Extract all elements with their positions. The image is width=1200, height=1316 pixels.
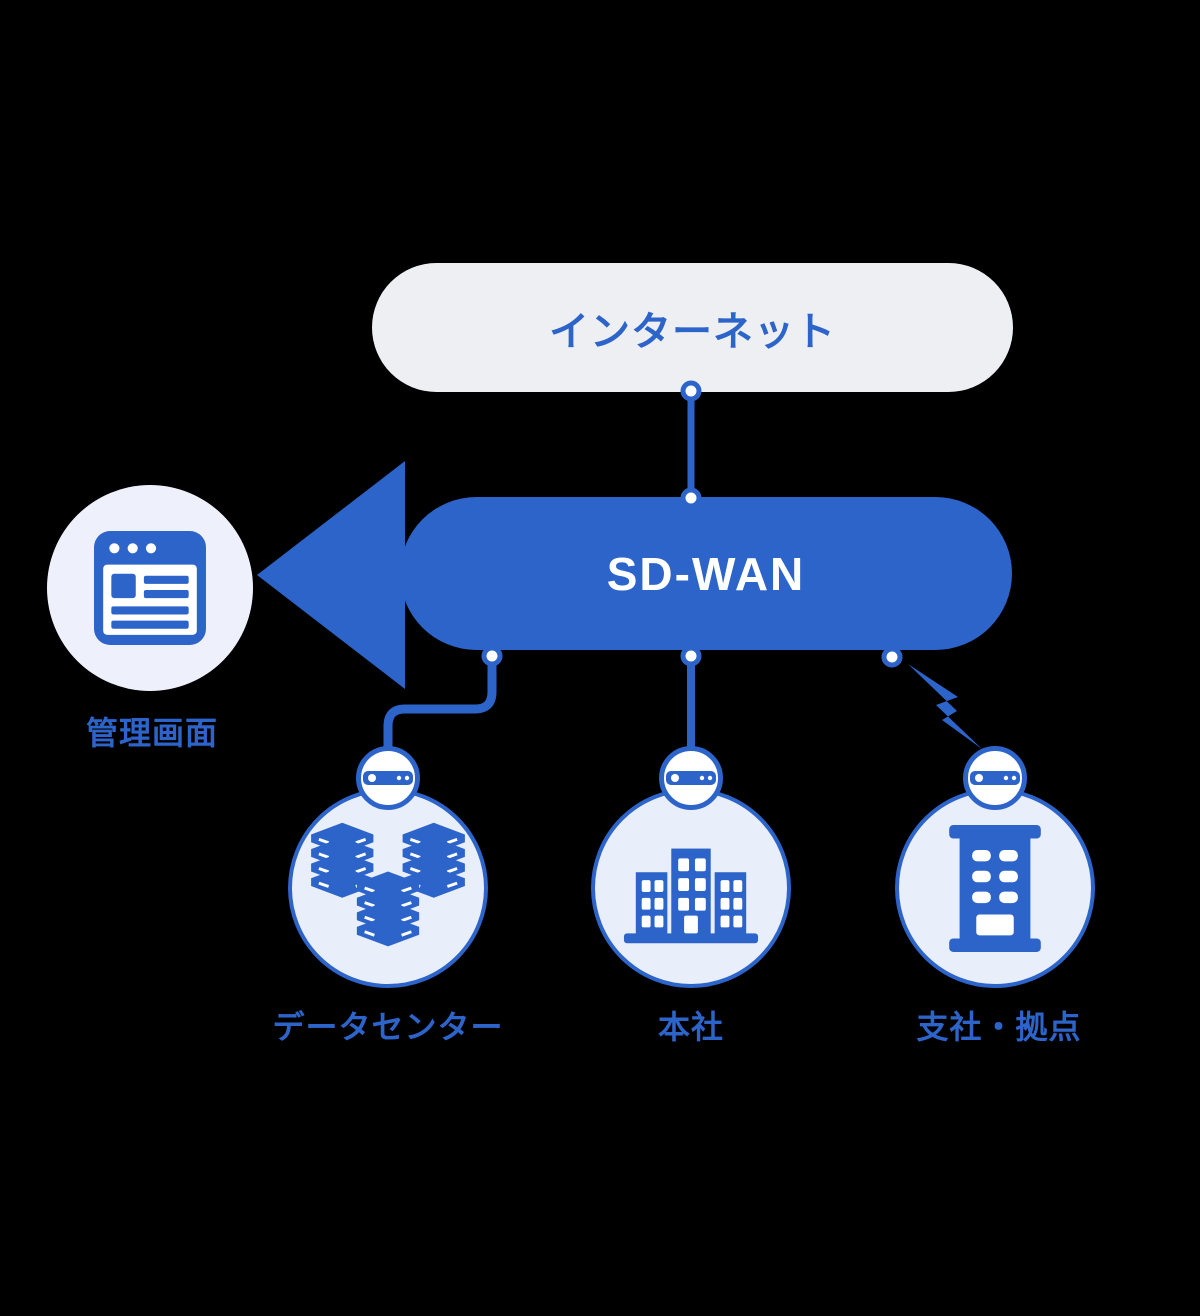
internet-label: インターネット: [549, 309, 836, 354]
headquarters-label: 本社: [657, 1009, 724, 1045]
connection-dot: [881, 646, 903, 668]
building-icon: [949, 824, 1041, 952]
connection-dot: [680, 645, 702, 667]
connection-dot: [680, 487, 702, 509]
sdwan-pill: SD-WAN: [400, 497, 1012, 650]
elbow-connector-datacenter: [383, 655, 497, 760]
connection-dot: [680, 380, 702, 402]
datacenter-label: データセンター: [272, 1009, 504, 1045]
internet-pill: インターネット: [372, 263, 1013, 392]
sdwan-label: SD-WAN: [606, 547, 806, 600]
router-icon: [666, 771, 716, 785]
sdwan-left-arrowhead: [257, 461, 405, 689]
router-icon: [363, 771, 413, 785]
branch-node: [895, 788, 1095, 988]
branch-router: [963, 746, 1027, 810]
headquarters-router: [659, 746, 723, 810]
management-node: [47, 485, 253, 691]
management-label: 管理画面: [85, 715, 218, 751]
router-icon: [970, 771, 1020, 785]
lightning-bolt-connector: [908, 664, 982, 749]
browser-window-icon: [94, 531, 206, 645]
connection-dot: [481, 645, 503, 667]
headquarters-node: [591, 788, 791, 988]
datacenter-router: [356, 746, 420, 810]
office-buildings-icon: [623, 848, 759, 944]
branch-label: 支社・拠点: [916, 1009, 1082, 1045]
